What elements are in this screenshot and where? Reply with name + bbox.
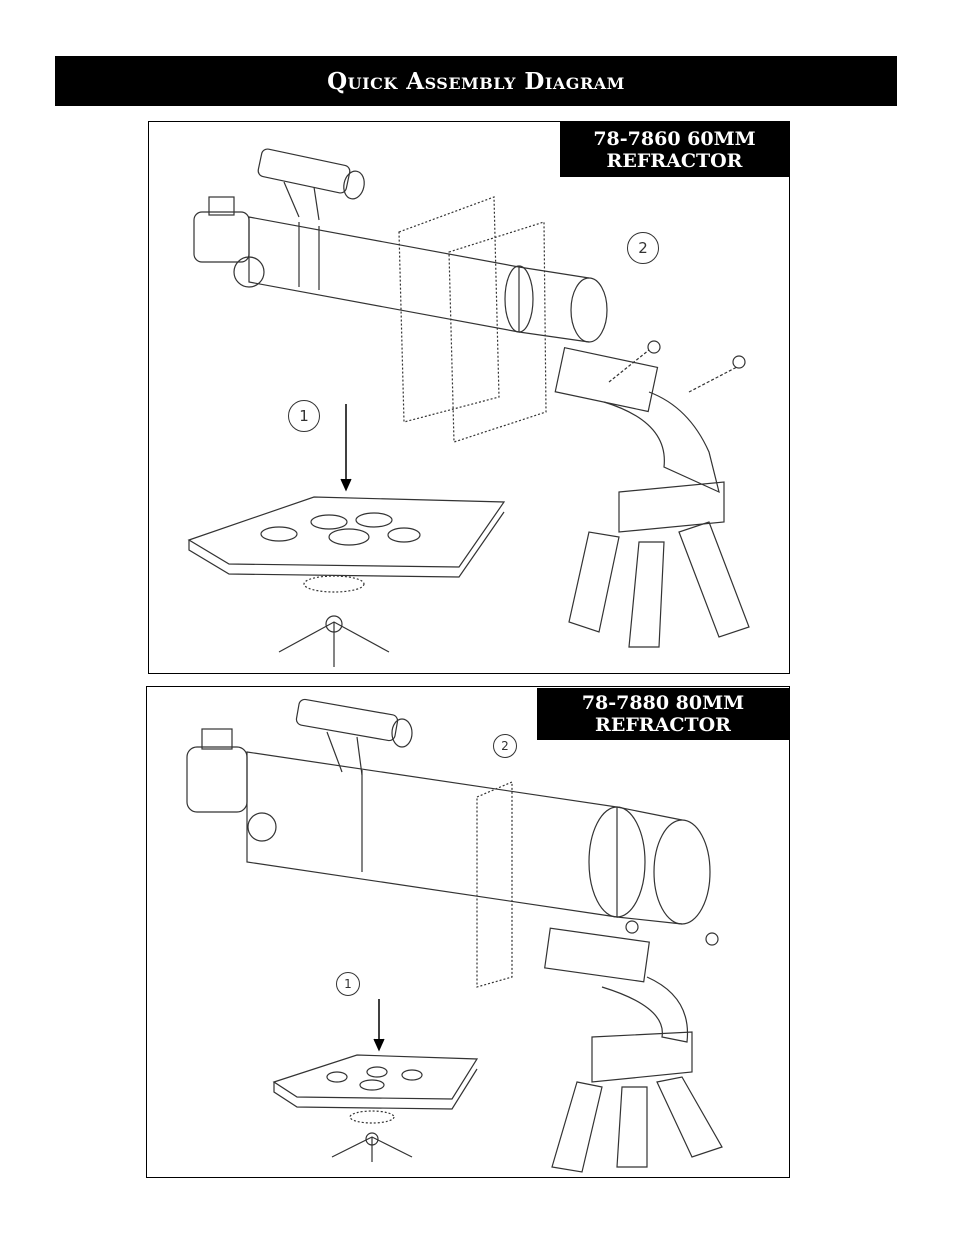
diagram-panel-80mm: 78-7880 80MM REFRACTOR 1 2 xyxy=(146,686,790,1178)
model-type: REFRACTOR xyxy=(595,714,731,736)
page-title: Quick Assembly Diagram xyxy=(327,67,625,95)
telescope-80mm-illustration xyxy=(186,698,723,1173)
model-number: 78-7860 60MM xyxy=(593,127,756,150)
model-number: 78-7880 80MM xyxy=(581,692,745,714)
model-label-60mm: 78-7860 60MM REFRACTOR xyxy=(560,122,789,177)
model-type: REFRACTOR xyxy=(606,149,743,172)
step-1-marker: 1 xyxy=(336,972,360,996)
step-2-marker: 2 xyxy=(627,232,659,264)
step-2-marker: 2 xyxy=(493,734,517,758)
model-label-80mm: 78-7880 80MM REFRACTOR xyxy=(537,688,789,740)
telescope-60mm-illustration xyxy=(187,148,750,667)
diagram-panel-60mm: 78-7860 60MM REFRACTOR 1 2 xyxy=(148,121,790,674)
step-1-marker: 1 xyxy=(288,400,320,432)
page-header: Quick Assembly Diagram xyxy=(55,56,897,106)
